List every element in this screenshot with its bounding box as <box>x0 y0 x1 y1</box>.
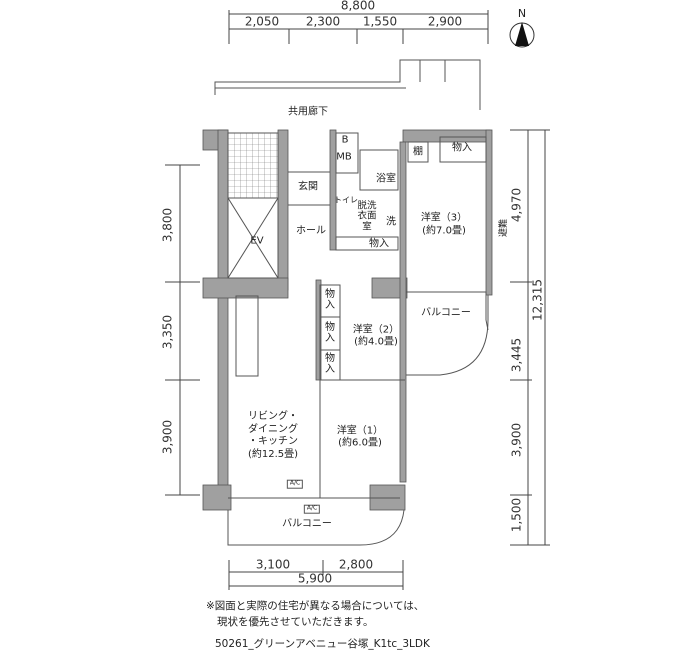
dim-right-2: 3,445 <box>509 337 524 373</box>
label-ldk: リビング・ ダイニング ・キッチン (約12.5畳) <box>247 411 299 460</box>
dim-right-total: 12,315 <box>530 279 545 321</box>
dim-left-1: 3,800 <box>160 207 175 243</box>
label-room3-size: (約7.0畳) <box>422 225 466 237</box>
dim-bottom-2: 2,800 <box>338 557 374 572</box>
dim-left-3: 3,900 <box>160 419 175 455</box>
label-storage-wash: 物入 <box>369 238 389 250</box>
label-washer: 洗 <box>386 216 396 228</box>
label-corridor: 共用廊下 <box>288 106 328 118</box>
label-room1-size: (約6.0畳) <box>338 437 382 449</box>
label-hall: ホール <box>296 225 326 237</box>
label-b: B <box>341 134 349 146</box>
label-balcony-right: バルコニー <box>421 307 471 319</box>
dim-top-total: 8,800 <box>340 0 376 13</box>
dim-right-3: 3,900 <box>509 422 524 458</box>
compass-label: N <box>517 6 527 20</box>
label-entrance: 玄関 <box>298 181 318 193</box>
label-mb: MB <box>336 151 352 163</box>
dim-top-2: 2,300 <box>305 14 341 29</box>
label-ac-2: A/C <box>303 504 321 514</box>
label-washroom: 脱洗 衣面 室 <box>357 200 377 233</box>
label-evac: 避難 <box>499 218 510 238</box>
dim-top-3: 1,550 <box>362 14 398 29</box>
label-storage-r2b: 物 入 <box>325 322 335 344</box>
walls <box>202 129 493 511</box>
label-storage-r3: 物入 <box>452 142 472 154</box>
label-ac-1: A/C <box>286 479 304 489</box>
note-line-2: 現状を優先させていただきます。 <box>217 616 374 628</box>
interior-lines <box>227 132 489 546</box>
label-bath: 浴室 <box>376 173 396 185</box>
label-shelf: 棚 <box>413 146 423 158</box>
dimension-lines <box>165 10 550 590</box>
label-room3: 洋室（3） <box>420 212 468 224</box>
label-ev: EV <box>250 235 264 247</box>
label-toilet: トイレ <box>334 195 358 205</box>
label-storage-r2a: 物 入 <box>325 289 335 311</box>
label-room2-size: (約4.0畳) <box>354 336 398 348</box>
dim-bottom-1: 3,100 <box>255 557 291 572</box>
dim-left-2: 3,350 <box>160 314 175 350</box>
plan-caption: 50261_グリーンアベニュー谷塚_K1tc_3LDK <box>215 638 430 650</box>
corridor-railing <box>214 59 481 110</box>
note-line-1: ※図面と実際の住宅が異なる場合については、 <box>206 600 425 612</box>
label-room1: 洋室（1） <box>336 425 384 437</box>
label-balcony-bottom: バルコニー <box>282 518 332 530</box>
dim-bottom-total: 5,900 <box>297 571 333 586</box>
dim-top-1: 2,050 <box>244 14 280 29</box>
label-storage-r2c: 物 入 <box>325 353 335 375</box>
dim-right-4: 1,500 <box>509 497 524 533</box>
dim-top-4: 2,900 <box>427 14 463 29</box>
dim-right-1: 4,970 <box>509 187 524 223</box>
north-arrow-icon <box>509 22 535 48</box>
label-room2: 洋室（2） <box>352 324 400 336</box>
